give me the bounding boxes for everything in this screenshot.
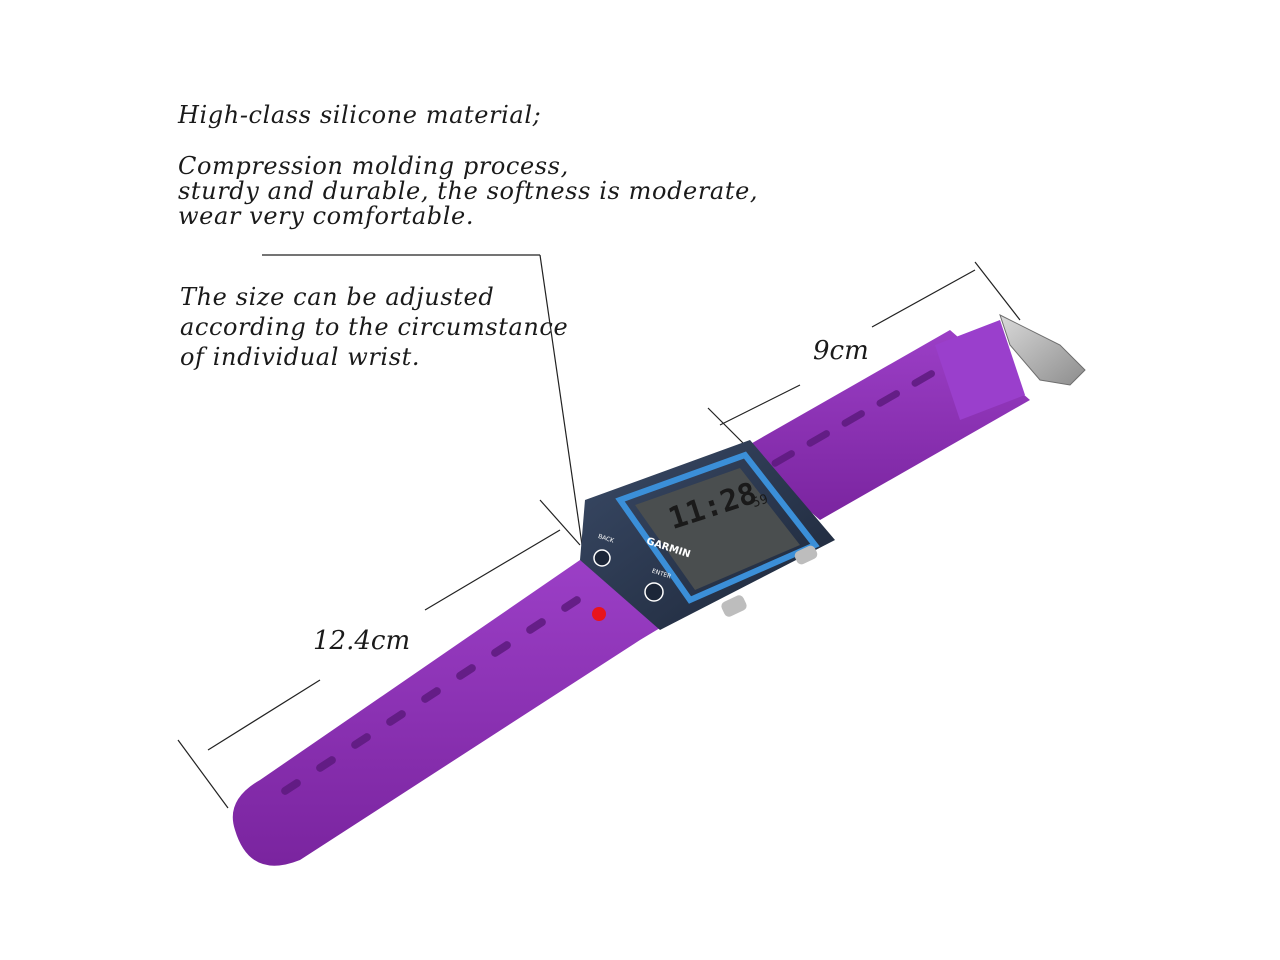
buckle [999, 314, 1086, 386]
strap-keeper [935, 320, 1025, 420]
long-strap [232, 560, 690, 866]
size-caption: The size can be adjusted according to th… [180, 283, 569, 371]
red-marker [592, 607, 606, 621]
long-strap-holes [281, 596, 581, 795]
watch-seconds: 59 [751, 492, 771, 511]
enter-button [644, 582, 664, 602]
short-strap-ridges [771, 370, 935, 467]
process-caption: Compression molding process, sturdy and … [178, 152, 759, 230]
back-button [593, 549, 611, 567]
material-caption: High-class silicone material; [178, 101, 542, 129]
side-button-lower [721, 595, 747, 617]
watch-screen [635, 468, 800, 590]
short-strap-length: 9cm [813, 336, 869, 366]
bezel-ring [615, 451, 820, 604]
long-strap-length: 12.4cm [313, 626, 411, 656]
side-button-upper [794, 545, 818, 565]
